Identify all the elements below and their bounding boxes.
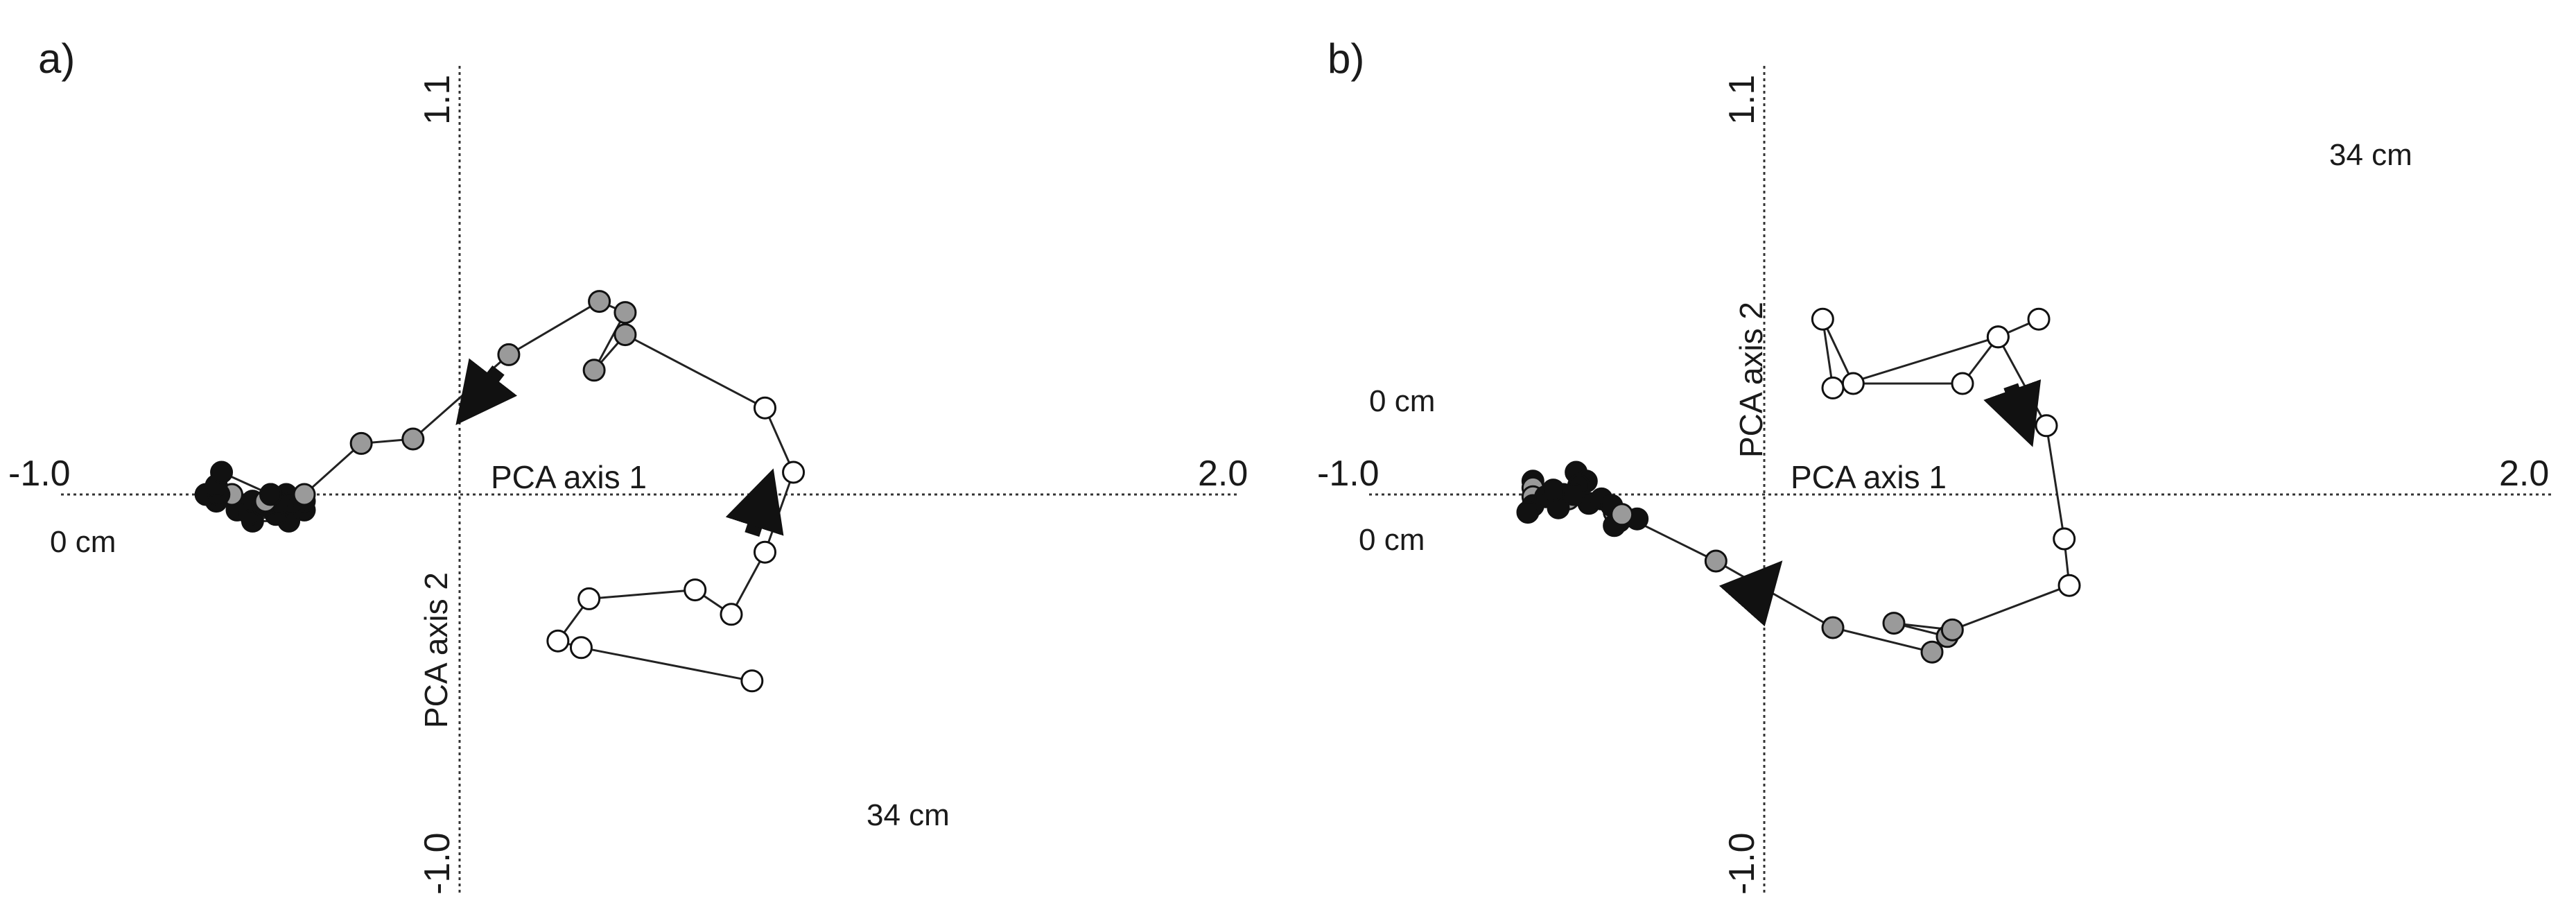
data-point-white-33 bbox=[1951, 372, 1974, 395]
data-point-white-31 bbox=[753, 396, 776, 420]
data-point-white-29 bbox=[2057, 574, 2081, 597]
data-point-white-37 bbox=[1986, 325, 2010, 349]
panel-label: b) bbox=[1328, 35, 1364, 82]
data-point-black-5 bbox=[1516, 501, 1540, 524]
data-point-white-34 bbox=[720, 603, 743, 626]
data-point-white-38 bbox=[2027, 307, 2051, 331]
data-point-grey-29 bbox=[582, 359, 606, 382]
data-point-grey-27 bbox=[588, 290, 611, 313]
y-tick-label-max: 1.1 bbox=[1722, 75, 1762, 125]
axes bbox=[1369, 66, 2551, 895]
y-tick-label-max: 1.1 bbox=[417, 75, 458, 125]
data-point-grey-22 bbox=[1610, 503, 1634, 526]
direction-arrow-2 bbox=[1983, 379, 2042, 447]
x-axis-title: PCA axis 1 bbox=[1791, 459, 1947, 495]
x-tick-label-min: -1.0 bbox=[1317, 454, 1380, 494]
direction-arrow-1 bbox=[1718, 560, 1783, 627]
x-tick-label-max: 2.0 bbox=[1198, 454, 1248, 494]
direction-arrow-1 bbox=[455, 358, 518, 426]
data-point-grey-28 bbox=[1940, 618, 1964, 642]
data-point-white-35 bbox=[1811, 307, 1834, 331]
data-points bbox=[194, 290, 806, 693]
data-point-black-22 bbox=[259, 483, 282, 506]
data-point-grey-24 bbox=[349, 431, 373, 455]
direction-arrows bbox=[1718, 379, 2042, 627]
data-point-grey-23 bbox=[293, 483, 316, 506]
data-point-white-37 bbox=[546, 629, 570, 653]
x-tick-label-min: -1.0 bbox=[8, 454, 71, 494]
panel-a-chart: a) -1.0 2.0 PCA axis 1 1.1 -1.0 PCA axis… bbox=[8, 35, 1248, 895]
data-point-white-34 bbox=[1841, 372, 1865, 395]
data-point-grey-25 bbox=[1920, 640, 1944, 664]
data-point-grey-23 bbox=[1704, 549, 1728, 573]
data-point-white-30 bbox=[2053, 527, 2076, 551]
y-axis-title: PCA axis 2 bbox=[418, 572, 454, 728]
data-point-white-31 bbox=[2035, 414, 2058, 438]
data-point-black-15 bbox=[1562, 483, 1585, 506]
data-point-white-33 bbox=[753, 540, 776, 564]
y-tick-label-min: -1.0 bbox=[1722, 832, 1762, 895]
direction-arrow-2 bbox=[725, 468, 784, 537]
direction-arrows bbox=[455, 358, 784, 537]
data-point-white-35 bbox=[684, 578, 707, 602]
annotation-34cm: 34 cm bbox=[867, 798, 950, 832]
data-point-grey-30 bbox=[613, 323, 637, 347]
data-point-white-32 bbox=[782, 460, 806, 484]
annotation-34cm: 34 cm bbox=[2329, 138, 2412, 172]
panel-label: a) bbox=[38, 35, 75, 82]
data-point-white-38 bbox=[569, 636, 593, 660]
data-point-white-36 bbox=[1821, 376, 1845, 399]
x-tick-label-max: 2.0 bbox=[2499, 454, 2549, 494]
y-axis-title: PCA axis 2 bbox=[1733, 302, 1769, 458]
data-point-grey-27 bbox=[1882, 612, 1906, 635]
annotation-0cm: 0 cm bbox=[50, 525, 116, 559]
data-point-grey-26 bbox=[497, 343, 521, 366]
data-point-white-36 bbox=[577, 587, 601, 610]
annotation-0cm-upper: 0 cm bbox=[1369, 384, 1435, 418]
data-point-grey-24 bbox=[1821, 616, 1845, 639]
y-tick-label-min: -1.0 bbox=[417, 832, 458, 895]
data-point-black-14 bbox=[1542, 479, 1565, 502]
data-point-grey-25 bbox=[401, 427, 425, 451]
data-point-white-39 bbox=[740, 669, 764, 693]
data-point-black-21 bbox=[210, 460, 234, 484]
x-axis-title: PCA axis 1 bbox=[491, 459, 647, 495]
data-point-grey-28 bbox=[613, 301, 637, 325]
annotation-0cm-lower: 0 cm bbox=[1359, 523, 1425, 557]
data-points bbox=[1516, 307, 2081, 664]
panel-b-chart: b) -1.0 2.0 PCA axis 1 1.1 -1.0 PCA axis… bbox=[1317, 35, 2551, 895]
